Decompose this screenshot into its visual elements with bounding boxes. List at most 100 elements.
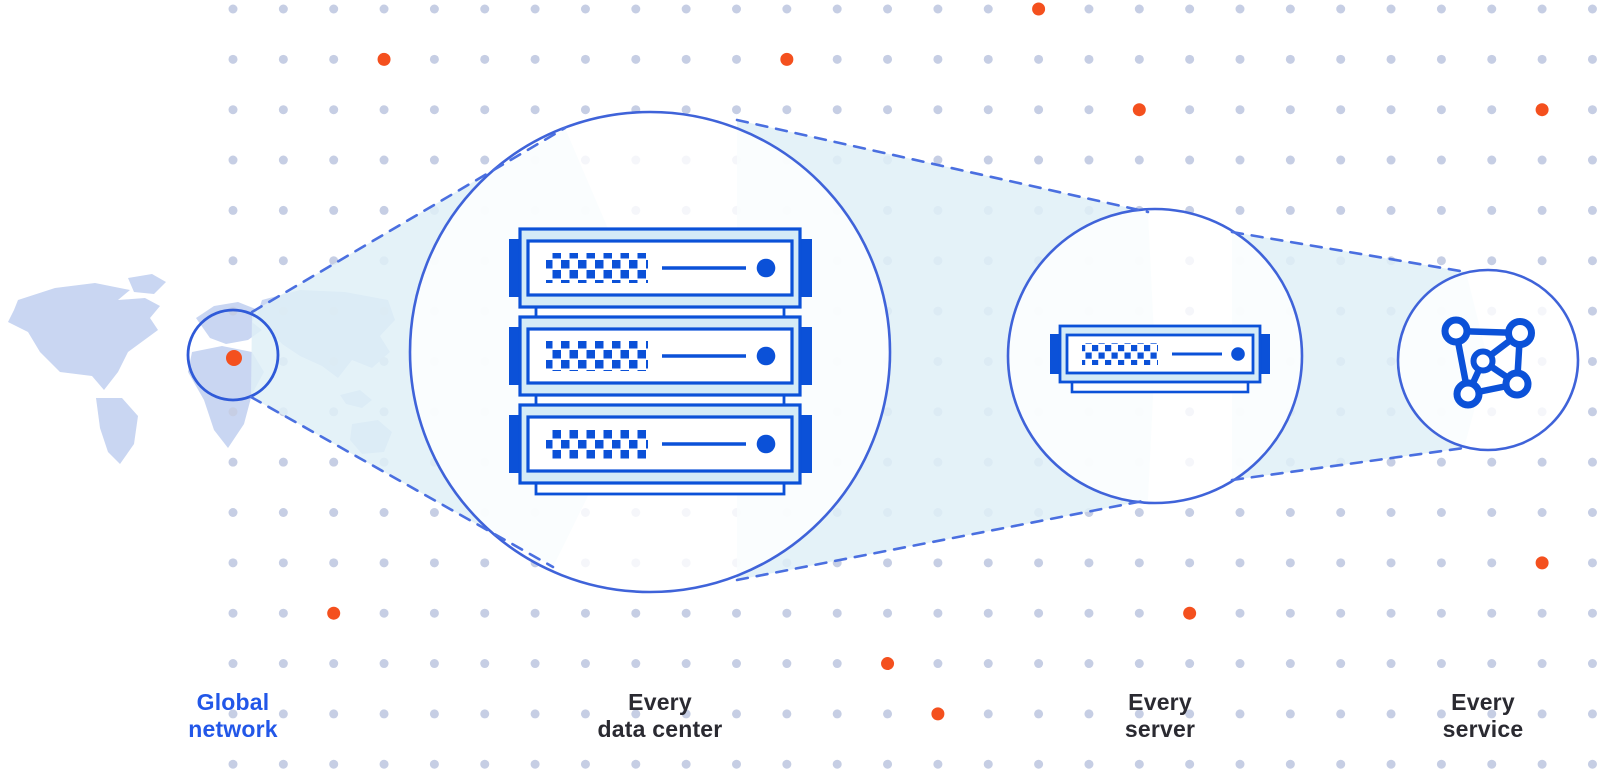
grid-dot [1285,54,1295,64]
grid-dot [631,759,641,769]
grid-dot [228,759,238,769]
grid-dot [278,659,288,669]
grid-dot [1436,709,1446,719]
grid-dot [681,4,691,14]
grid-dot [1185,558,1195,568]
grid-dot [1386,205,1396,215]
grid-dot [329,759,339,769]
grid-dot [1285,155,1295,165]
grid-dot [1285,4,1295,14]
grid-dot [1537,759,1547,769]
grid-dot [631,659,641,669]
grid-dot [228,205,238,215]
grid-dot [933,759,943,769]
grid-dot [530,659,540,669]
grid-dot [1134,155,1144,165]
grid-dot [983,759,993,769]
grid-dot [329,457,339,467]
grid-dot [228,659,238,669]
grid-dot [1285,608,1295,618]
grid-dot [681,608,691,618]
grid-dot [329,4,339,14]
grid-dot [1587,508,1597,517]
grid-dot [1336,508,1346,517]
grid-dot [782,709,792,719]
grid-dot [1034,105,1044,115]
grid-dot [1235,659,1245,669]
grid-dot [1386,457,1396,467]
grid-dot [1285,205,1295,215]
grid-dot [983,709,993,719]
grid-dot [1185,105,1195,115]
grid-dot [278,558,288,568]
grid-dot [329,659,339,669]
grid-dot-orange [377,52,391,66]
grid-dot [278,759,288,769]
label-line: Every [1451,689,1515,715]
grid-dot [1436,105,1446,115]
grid-dot-orange [1535,103,1549,117]
grid-dot [1084,659,1094,669]
grid-dot [1587,155,1597,165]
grid-dot [832,709,842,719]
grid-dot [883,709,893,719]
grid-dot [782,105,792,115]
grid-dot [1487,205,1497,215]
grid-dot [983,105,993,115]
grid-dot [1134,659,1144,669]
grid-dot [480,54,490,64]
grid-dot [1587,759,1597,769]
grid-dot [278,608,288,618]
grid-dot [379,558,389,568]
grid-dot [1386,155,1396,165]
grid-dot [832,105,842,115]
grid-dot [429,608,439,618]
grid-dot [1034,659,1044,669]
grid-dot [228,608,238,618]
grid-dot [732,105,741,115]
grid-dot [782,4,792,14]
grid-dot [429,659,439,669]
server-icon [1050,324,1270,394]
grid-dot [1084,155,1094,165]
grid-dot [883,558,893,568]
grid-dot [1285,709,1295,719]
grid-dot [1285,105,1295,115]
grid-dot [580,659,590,669]
grid-dot [278,709,288,719]
grid-dot [832,659,842,669]
grid-dot [429,759,439,769]
grid-dot [681,759,691,769]
grid-dot [883,105,893,115]
grid-dot [228,407,238,417]
grid-dot [1436,54,1446,64]
label-line: server [1124,716,1196,742]
grid-dot [1487,759,1497,769]
grid-dot [1386,709,1396,719]
grid-dot [1537,608,1547,618]
grid-dot [1436,4,1446,14]
grid-dot [329,205,339,215]
grid-dot [1185,508,1195,517]
grid-dot [983,659,993,669]
grid-dot [933,105,943,115]
grid-dot [1336,4,1346,14]
grid-dot [429,54,439,64]
grid-dot [1386,558,1396,568]
grid-dot [1336,558,1346,568]
grid-dot [1587,457,1597,467]
grid-dot [883,4,893,14]
grid-dot [1587,608,1597,618]
grid-dot [228,457,238,467]
grid-dot [1386,659,1396,669]
grid-dot [1587,356,1597,366]
grid-dot [1235,558,1245,568]
grid-dot [1587,709,1597,719]
grid-dot [1436,457,1446,467]
grid-dot [530,54,540,64]
grid-dot [1537,508,1547,517]
grid-dot [1487,155,1497,165]
grid-dot [1084,759,1094,769]
grid-dot [429,709,439,719]
grid-dot [228,558,238,568]
